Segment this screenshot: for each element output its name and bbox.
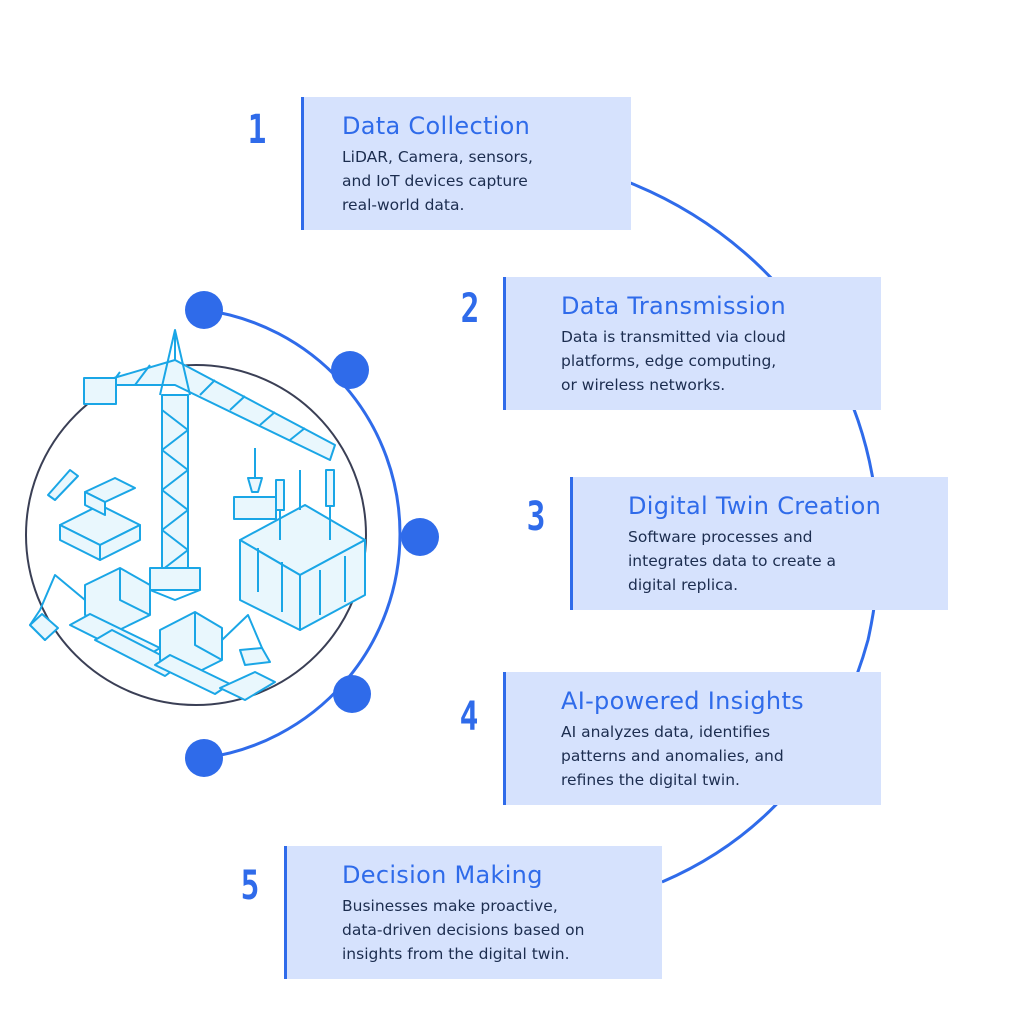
- dotted-arc: [203, 308, 402, 760]
- step-card-1: Data Collection LiDAR, Camera, sensors, …: [301, 97, 631, 230]
- step-number: 4: [459, 694, 479, 740]
- step-number: 2: [460, 286, 480, 332]
- bricks-icon: [47, 469, 141, 561]
- inner-ring: [25, 364, 367, 706]
- arc-dot-1: [185, 291, 223, 329]
- step-title: Data Transmission: [561, 292, 787, 320]
- step-number: 3: [526, 494, 546, 540]
- arc-dot-4: [333, 675, 371, 713]
- step-card-5: Decision Making Businesses make proactiv…: [284, 846, 662, 979]
- step-number: 5: [240, 863, 260, 909]
- step-description: AI analyzes data, identifies patterns an…: [561, 723, 784, 789]
- tower-crane-icon: [83, 329, 336, 601]
- construction-site-illustration: [29, 329, 366, 701]
- step-card-4: AI-powered Insights AI analyzes data, id…: [503, 672, 881, 805]
- step-title: AI-powered Insights: [561, 687, 804, 715]
- excavator-icon: [154, 611, 276, 701]
- arc-dot-5: [185, 739, 223, 777]
- step-number: 1: [247, 107, 267, 153]
- step-description: Data is transmitted via cloud platforms,…: [561, 328, 786, 394]
- step-description: Businesses make proactive, data-driven d…: [342, 897, 585, 963]
- step-description: LiDAR, Camera, sensors, and IoT devices …: [342, 148, 533, 214]
- arc-dot-2: [331, 351, 369, 389]
- excavator-icon: [29, 567, 181, 677]
- step-card-3: Digital Twin Creation Software processes…: [570, 477, 948, 610]
- step-card-2: Data Transmission Data is transmitted vi…: [503, 277, 881, 410]
- step-description: Software processes and integrates data t…: [628, 528, 837, 594]
- step-title: Digital Twin Creation: [628, 492, 882, 520]
- step-title: Data Collection: [342, 112, 531, 140]
- step-title: Decision Making: [342, 861, 543, 889]
- building-frame-icon: [239, 469, 366, 631]
- arc-dot-3: [401, 518, 439, 556]
